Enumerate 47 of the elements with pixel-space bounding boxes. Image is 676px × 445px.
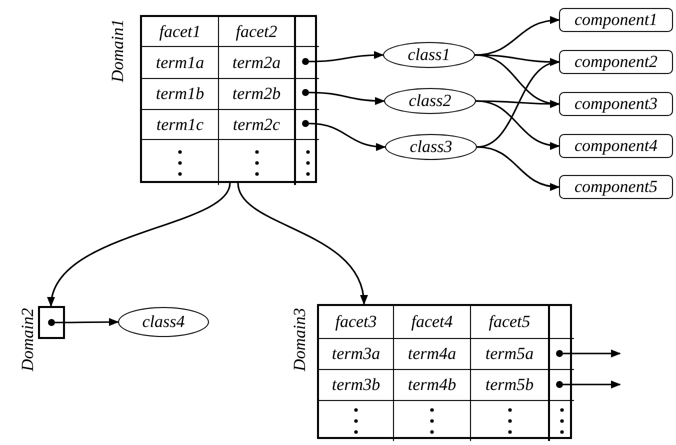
arrow xyxy=(308,122,386,151)
component-box: component4 xyxy=(559,134,673,158)
table-heading: Domain3 xyxy=(290,308,310,372)
class-ellipse: class3 xyxy=(385,134,477,160)
table-heading: Domain1 xyxy=(108,19,128,82)
table-cell: term1b xyxy=(142,79,219,110)
arrow xyxy=(476,100,560,108)
pointer-dot xyxy=(302,58,309,65)
table-cell: term2c xyxy=(219,110,295,140)
table-cell: term1a xyxy=(142,47,219,79)
pointer-dot xyxy=(556,350,563,357)
component-box: component2 xyxy=(559,50,673,74)
pointer-dot xyxy=(556,381,563,388)
arrow xyxy=(476,60,560,148)
arrow xyxy=(48,182,231,307)
table-cell: term4a xyxy=(394,339,471,370)
box-heading: Domain2 xyxy=(18,308,38,372)
class-ellipse: class4 xyxy=(118,307,209,337)
arrow xyxy=(237,182,367,305)
table-cell: term1c xyxy=(142,110,219,140)
arrow xyxy=(308,92,385,105)
table-cell: facet4 xyxy=(394,306,471,339)
class-ellipse: class1 xyxy=(383,42,475,68)
table-cell: term2a xyxy=(219,47,295,79)
pointer-dot xyxy=(48,319,55,326)
arrow xyxy=(308,51,384,62)
table-cell: term2b xyxy=(219,79,295,110)
table-cell: term3b xyxy=(319,370,394,401)
table-cell: facet5 xyxy=(471,306,549,339)
table-cell: facet3 xyxy=(319,306,394,339)
pointer-dot xyxy=(302,120,309,127)
component-box: component3 xyxy=(559,92,673,116)
table-cell: term5a xyxy=(471,339,549,370)
table-cell: facet1 xyxy=(142,17,219,47)
arrow xyxy=(476,100,560,150)
component-box: component5 xyxy=(559,175,673,199)
table-cell: term4b xyxy=(394,370,471,401)
component-box: component1 xyxy=(559,8,673,32)
arrow xyxy=(55,318,119,326)
pointer-dot xyxy=(302,89,309,96)
arrow xyxy=(563,350,621,358)
table-cell: facet2 xyxy=(219,17,295,47)
arrow xyxy=(563,380,621,388)
class-ellipse: class2 xyxy=(384,88,476,114)
table-cell: term5b xyxy=(471,370,549,401)
arrow xyxy=(476,146,560,190)
table-cell: term3a xyxy=(319,339,394,370)
